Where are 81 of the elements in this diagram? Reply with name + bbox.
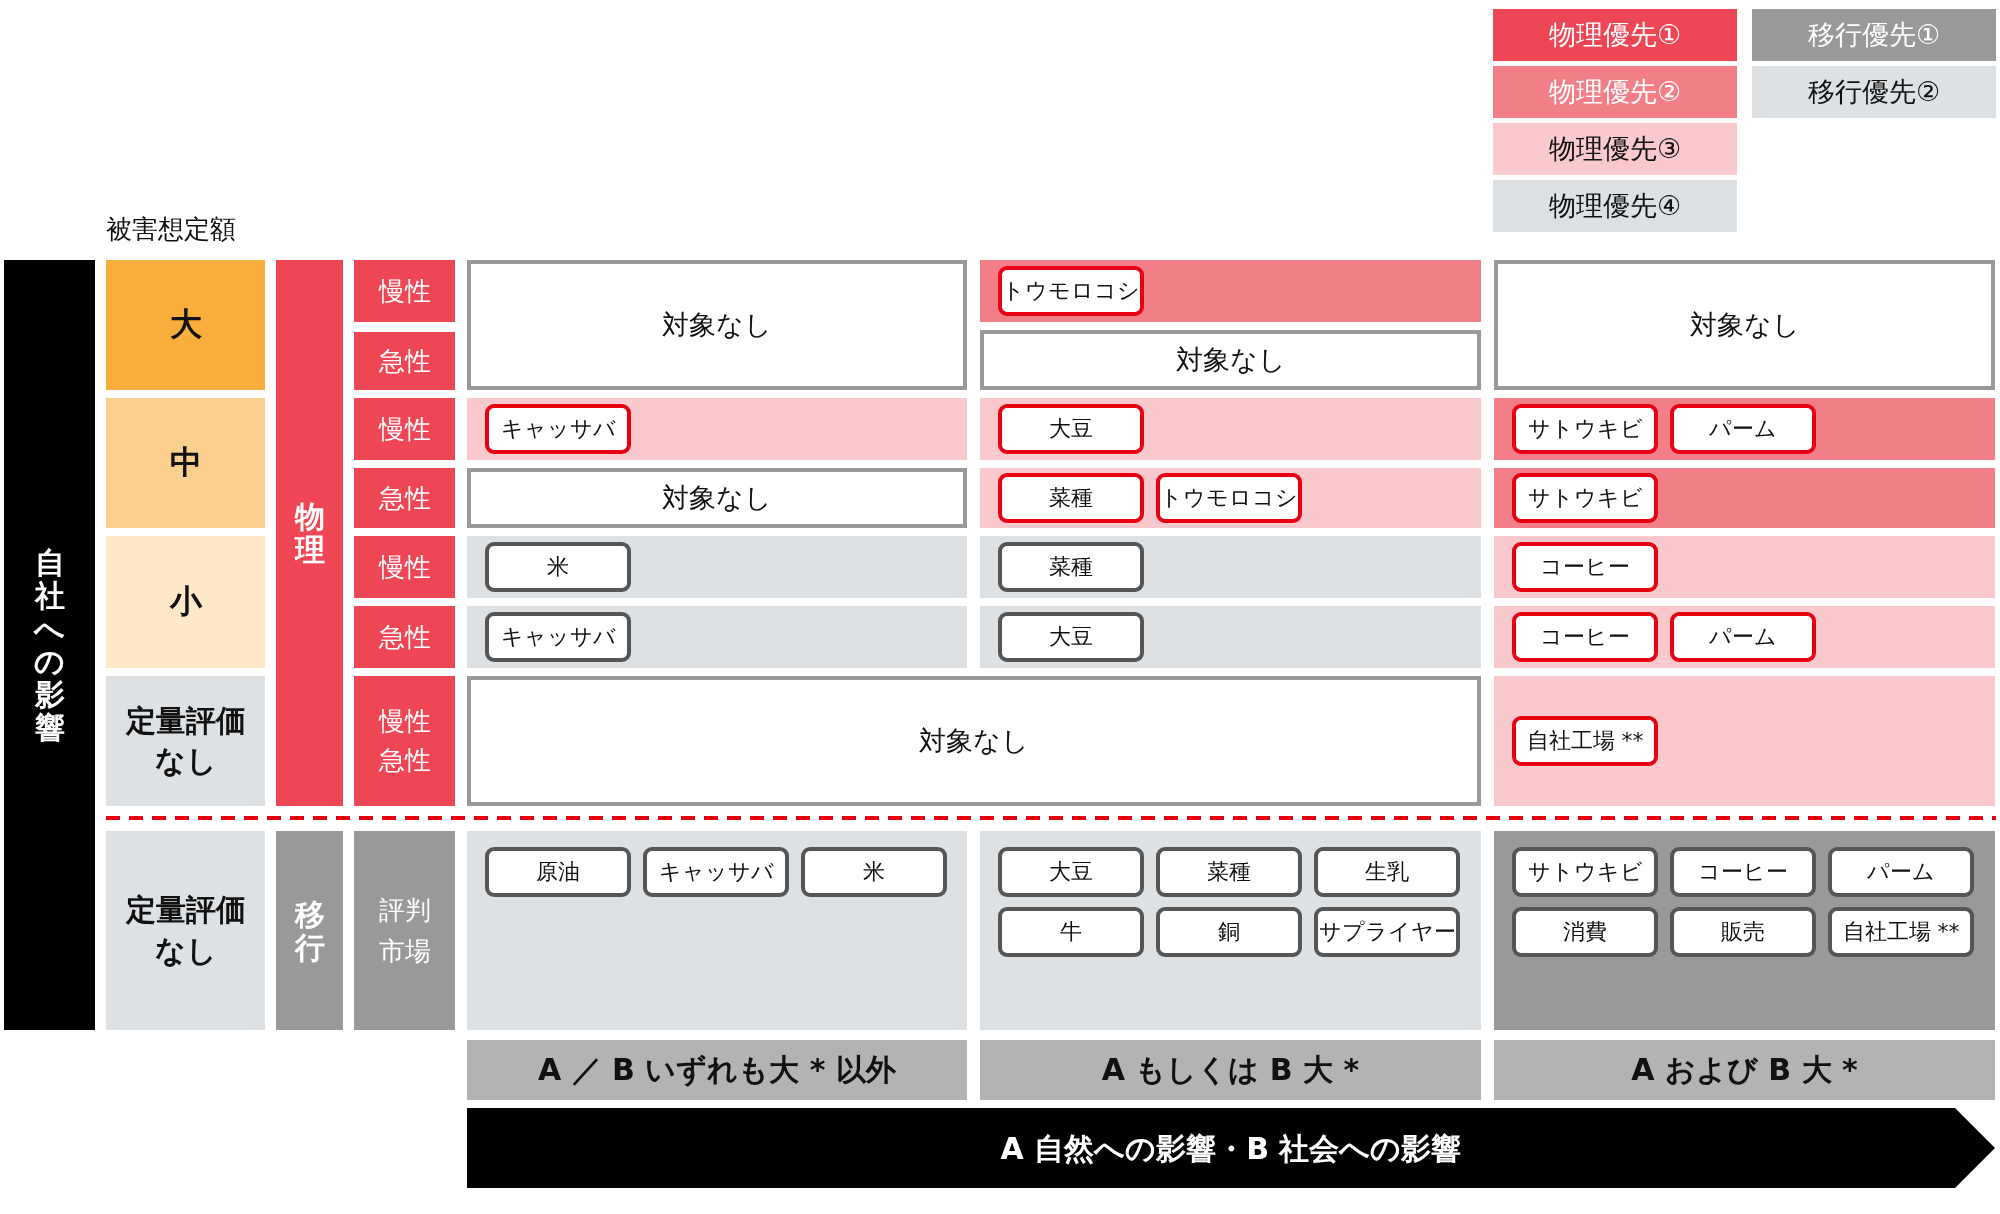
legend-label: 物理優先② (1548, 75, 1682, 109)
arrow-label: A 自然への影響・B 社会への影響 (1000, 1129, 1462, 1168)
matrix-cell (467, 536, 967, 598)
item-tag: 菜種 (998, 542, 1144, 592)
legend-label: 物理優先① (1548, 18, 1682, 52)
axis-label: 被害想定額 (106, 213, 236, 246)
matrix-cell (980, 606, 1481, 668)
matrix-cell: 対象なし (980, 330, 1481, 390)
row-header: 定量評価なし (106, 676, 265, 806)
row-header: 慢性 (354, 536, 455, 598)
row-header: 大 (106, 260, 265, 390)
item-tag: コーヒー (1512, 542, 1658, 592)
item-tag: サトウキビ (1512, 473, 1658, 523)
matrix-cell (1494, 536, 1995, 598)
item-tag: 原油 (485, 847, 631, 897)
row-header: 評判市場 (354, 831, 455, 1030)
column-header: A もしくは B 大 * (980, 1040, 1481, 1100)
item-tag: 消費 (1512, 907, 1658, 957)
item-tag: パーム (1828, 847, 1974, 897)
matrix-cell: 対象なし (467, 260, 967, 390)
item-tag: 牛 (998, 907, 1144, 957)
row-header: 中 (106, 398, 265, 528)
item-tag: キャッサバ (485, 404, 631, 454)
matrix-cell (1494, 831, 1995, 1030)
item-tag: サトウキビ (1512, 847, 1658, 897)
row-label: 慢性 (378, 705, 431, 738)
matrix-cell (980, 831, 1481, 1030)
row-header: 慢性 (354, 260, 455, 322)
item-tag: 自社工場 ** (1828, 907, 1974, 957)
row-header (354, 676, 455, 806)
item-tag: 米 (485, 542, 631, 592)
item-tag: コーヒー (1670, 847, 1816, 897)
matrix-cell: 対象なし (1494, 260, 1995, 390)
legend-label: 移行優先② (1807, 75, 1941, 109)
row-header: 小 (106, 536, 265, 668)
item-tag: 米 (801, 847, 947, 897)
item-tag: 菜種 (1156, 847, 1302, 897)
item-tag: トウモロコシ (1156, 473, 1302, 523)
item-tag: パーム (1670, 404, 1816, 454)
legend-label: 物理優先④ (1548, 189, 1682, 223)
column-header: A ／ B いずれも大 * 以外 (467, 1040, 967, 1100)
item-tag: コーヒー (1512, 612, 1658, 662)
row-header: 定量評価なし (106, 831, 265, 1030)
item-tag: 販売 (1670, 907, 1816, 957)
matrix-cell (467, 398, 967, 460)
category-band: 自社への影響 (4, 260, 95, 1030)
matrix-cell (1494, 398, 1995, 460)
item-tag: パーム (1670, 612, 1816, 662)
matrix-cell (1494, 606, 1995, 668)
matrix-cell: 対象なし (467, 468, 967, 528)
column-header: A および B 大 * (1494, 1040, 1995, 1100)
matrix-cell: 対象なし (467, 676, 1481, 806)
row-label: 急性 (378, 744, 431, 777)
legend-label: 移行優先① (1807, 18, 1941, 52)
category-band: 物理 (276, 260, 343, 806)
legend-label: 物理優先③ (1548, 132, 1682, 166)
item-tag: サプライヤー (1314, 907, 1460, 957)
matrix-cell (980, 398, 1481, 460)
item-tag: キャッサバ (643, 847, 789, 897)
matrix-cell (467, 831, 967, 1030)
matrix-cell (980, 536, 1481, 598)
item-tag: サトウキビ (1512, 404, 1658, 454)
item-tag: 大豆 (998, 612, 1144, 662)
matrix-cell (980, 260, 1481, 322)
item-tag: トウモロコシ (998, 266, 1144, 316)
category-band: 移行 (276, 831, 343, 1030)
matrix-cell (1494, 676, 1995, 806)
row-header: 急性 (354, 468, 455, 528)
item-tag: 大豆 (998, 847, 1144, 897)
item-tag: 菜種 (998, 473, 1144, 523)
item-tag: キャッサバ (485, 612, 631, 662)
item-tag: 大豆 (998, 404, 1144, 454)
item-tag: 生乳 (1314, 847, 1460, 897)
matrix-cell (1494, 468, 1995, 528)
item-tag: 銅 (1156, 907, 1302, 957)
matrix-cell (980, 468, 1481, 528)
item-tag: 自社工場 ** (1512, 716, 1658, 766)
row-header: 慢性 (354, 398, 455, 460)
row-header: 急性 (354, 606, 455, 668)
row-header: 急性 (354, 332, 455, 390)
matrix-cell (467, 606, 967, 668)
